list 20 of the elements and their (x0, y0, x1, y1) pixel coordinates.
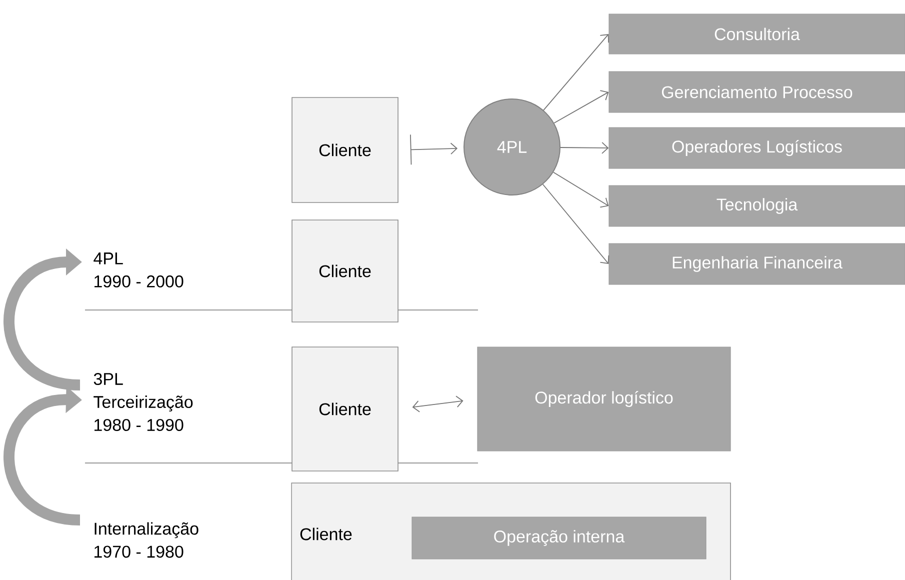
era-label: 3PL Terceirização 1980 - 1990 (94, 372, 193, 432)
arrow (542, 184, 610, 264)
client-box: Cliente (292, 220, 398, 322)
arrow (543, 34, 609, 111)
service-box: Gerenciamento Processo (608, 71, 905, 113)
arrow (560, 142, 609, 154)
arrow (552, 172, 609, 208)
arrow (410, 134, 458, 166)
operation-box: Operação interna (412, 516, 706, 560)
service-box: Consultoria (608, 14, 905, 54)
service-box: Tecnologia (608, 185, 905, 227)
service-box: Engenharia Financeira (608, 243, 905, 285)
client-box: Cliente (292, 97, 398, 203)
client-box: Cliente (292, 346, 398, 472)
era-label: Internalização 1970 - 1980 (94, 522, 198, 558)
service-box: Operadores Logísticos (608, 127, 905, 169)
arrow (554, 90, 609, 124)
operator-box: Operador logístico (477, 346, 731, 452)
arrow (412, 396, 464, 412)
era-label: 4PL 1990 - 2000 (94, 252, 184, 288)
